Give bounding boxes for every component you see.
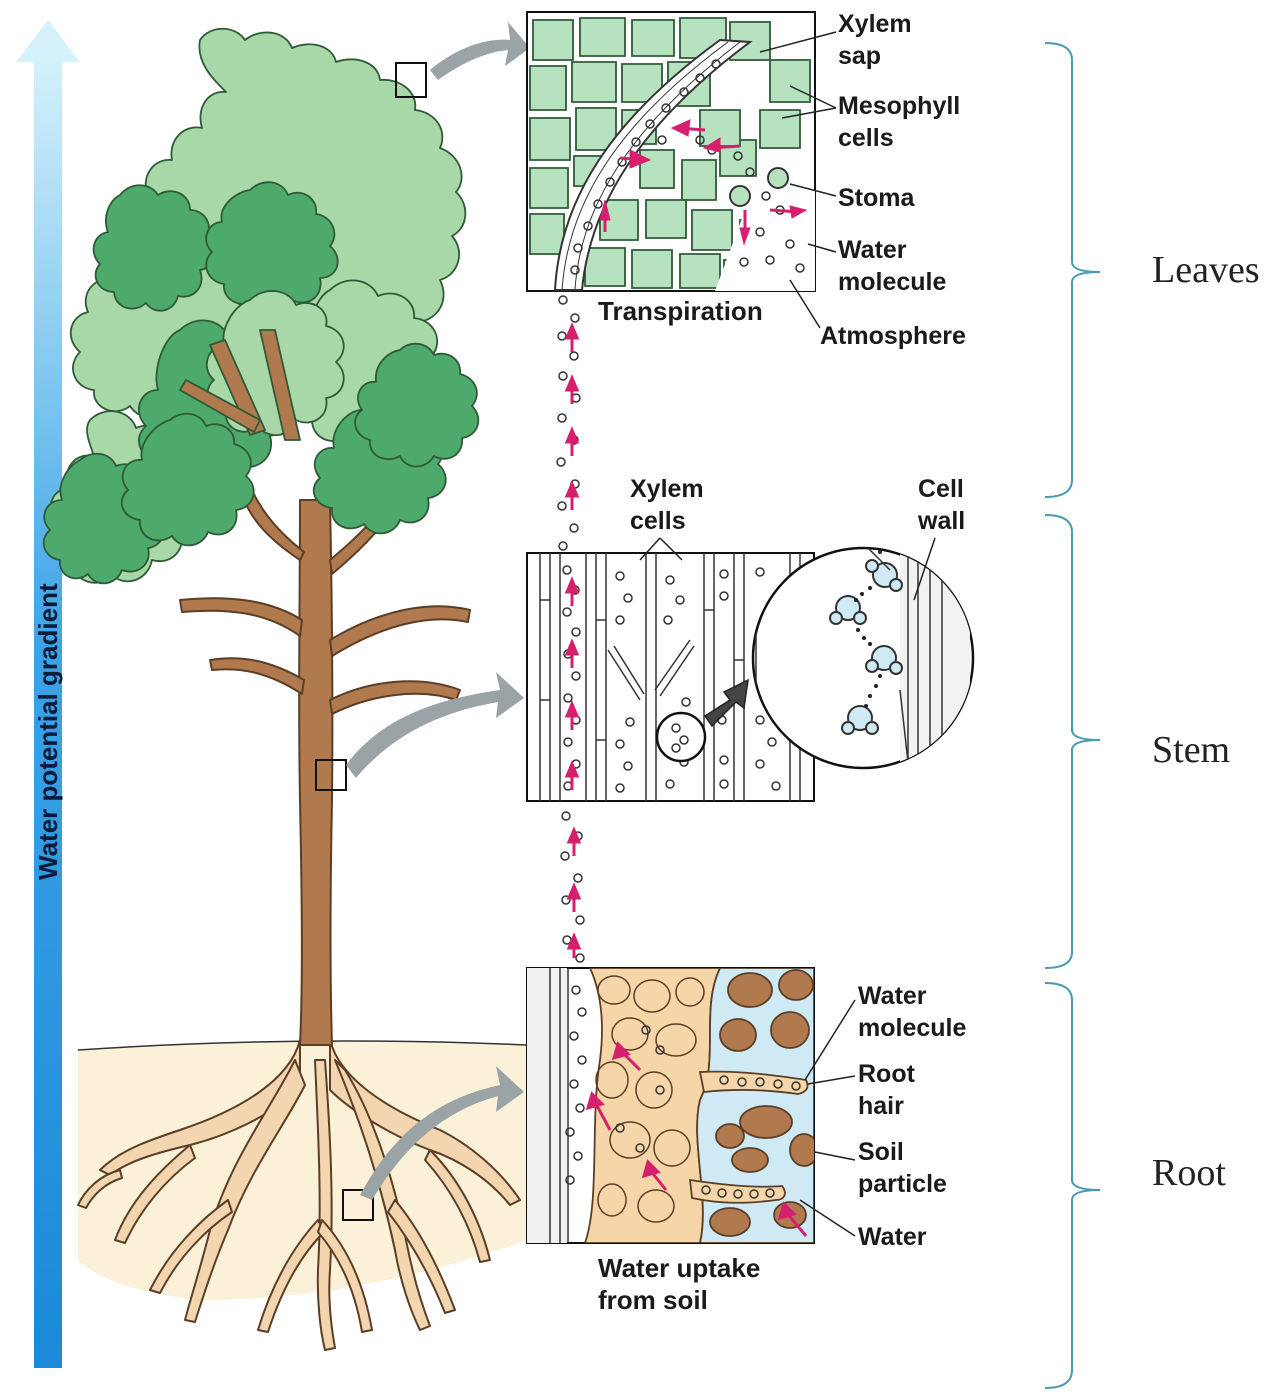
- label-mesophyll-1: Mesophyll: [838, 92, 960, 120]
- label-cell-wall-1: Cell: [918, 475, 964, 503]
- label-water-molecule-1: Water: [838, 236, 907, 264]
- label-atmosphere: Atmosphere: [820, 322, 966, 350]
- label-cell-wall-2: wall: [917, 507, 965, 535]
- label-root-hair-2: hair: [858, 1092, 904, 1120]
- label-xylem-sap-1: Xylem: [838, 10, 912, 38]
- bracket-leaves: [1045, 43, 1100, 497]
- tree-canopy: [44, 29, 479, 584]
- label-xylem-sap-2: sap: [838, 42, 881, 70]
- gradient-label: Water potential gradient: [33, 583, 63, 880]
- label-root-water-molecule-2: molecule: [858, 1014, 966, 1042]
- label-root-hair-1: Root: [858, 1060, 916, 1088]
- label-root-water-molecule-1: Water: [858, 982, 927, 1010]
- label-stoma: Stoma: [838, 184, 916, 212]
- caption-water-uptake-1: Water uptake: [598, 1253, 760, 1283]
- label-xylem-cells-2: cells: [630, 507, 686, 535]
- label-xylem-cells-1: Xylem: [630, 475, 704, 503]
- label-soil-particle-1: Soil: [858, 1138, 904, 1166]
- cohesion-magnified-circle: [753, 500, 973, 780]
- region-label-stem: Stem: [1152, 729, 1230, 771]
- region-brackets: [1045, 43, 1100, 1388]
- root-panel: [527, 968, 818, 1243]
- region-label-leaves: Leaves: [1152, 249, 1260, 291]
- tree-trunk: [180, 485, 470, 1045]
- caption-water-uptake-2: from soil: [598, 1285, 708, 1315]
- caption-transpiration: Transpiration: [598, 296, 763, 326]
- region-label-root: Root: [1152, 1152, 1226, 1194]
- bracket-root: [1045, 983, 1100, 1388]
- label-water: Water: [858, 1223, 927, 1251]
- label-soil-particle-2: particle: [858, 1170, 947, 1198]
- leaves-panel: [527, 12, 815, 291]
- label-mesophyll-2: cells: [838, 124, 894, 152]
- bracket-stem: [1045, 515, 1100, 968]
- label-water-molecule-2: molecule: [838, 268, 946, 296]
